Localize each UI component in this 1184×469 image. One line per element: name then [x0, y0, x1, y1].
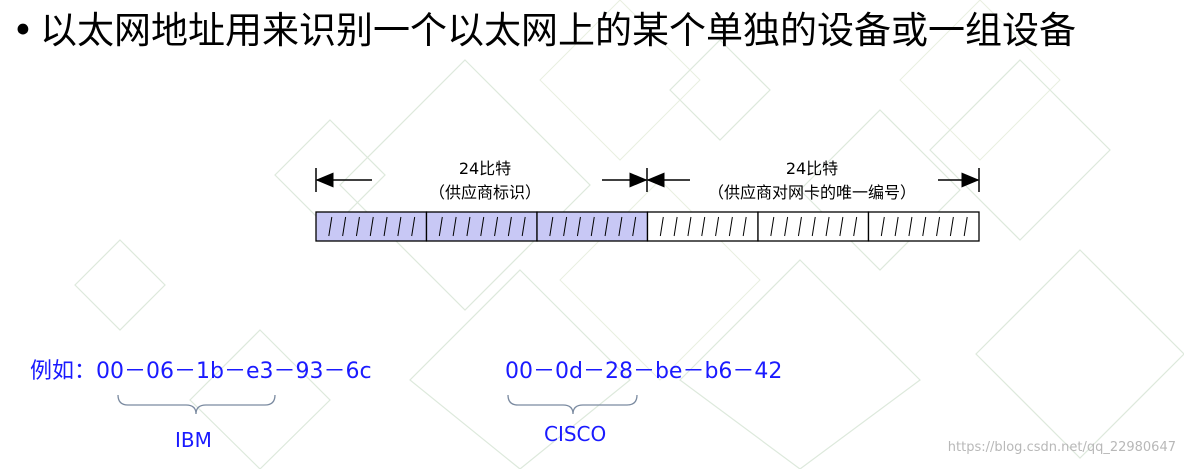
- watermark: https://blog.csdn.net/qq_22980647: [947, 440, 1176, 455]
- left-label-line1: 24比特: [459, 159, 511, 178]
- bit-tick: [342, 216, 347, 237]
- bit-tick: [687, 216, 692, 237]
- heading-text: 以太网地址用来识别一个以太网上的某个单独的设备或一组设备: [40, 9, 1076, 52]
- bit-tick: [438, 216, 443, 237]
- bit-tick: [411, 216, 416, 237]
- right-label-line1: 24比特: [786, 159, 838, 178]
- bit-tick: [701, 216, 706, 237]
- bit-tick: [825, 216, 830, 237]
- bit-tick: [521, 216, 526, 237]
- vendor-cisco: CISCO: [544, 422, 607, 446]
- bit-tick: [742, 216, 747, 237]
- nic-byte: [867, 211, 980, 242]
- bit-tick: [728, 216, 733, 237]
- bit-tick: [397, 216, 402, 237]
- vendor-byte: [315, 211, 428, 242]
- bit-tick: [576, 216, 581, 237]
- cisco-brace: [507, 394, 638, 415]
- bit-tick: [770, 216, 775, 237]
- bit-tick: [618, 216, 623, 237]
- right-label-line2: （供应商对网卡的唯一编号）: [708, 183, 916, 202]
- bit-tick: [355, 216, 360, 237]
- bullet: •: [12, 9, 34, 52]
- bit-tick: [715, 216, 720, 237]
- heading: •以太网地址用来识别一个以太网上的某个单独的设备或一组设备: [12, 6, 1184, 56]
- bit-tick: [590, 216, 595, 237]
- bit-tick: [811, 216, 816, 237]
- left-label-line2: （供应商标识）: [429, 183, 541, 202]
- vendor-ibm: IBM: [175, 428, 212, 452]
- mac-address-ibm: 00－06－1b－e3－93－6c: [96, 359, 372, 384]
- mac-address-cisco: 00－0d－28－be－b6－42: [505, 359, 783, 384]
- bit-tick: [563, 216, 568, 237]
- nic-byte: [646, 211, 759, 242]
- bit-tick: [383, 216, 388, 237]
- bit-tick: [328, 216, 333, 237]
- bit-tick: [604, 216, 609, 237]
- bit-tick: [839, 216, 844, 237]
- bit-tick: [936, 216, 941, 237]
- bit-tick: [908, 216, 913, 237]
- bit-tick: [880, 216, 885, 237]
- bit-tick: [963, 216, 968, 237]
- example-line: 例如：00－06－1b－e3－93－6c: [30, 357, 372, 387]
- bit-tick: [369, 216, 374, 237]
- bit-tick: [659, 216, 664, 237]
- bit-tick: [797, 216, 802, 237]
- ibm-brace: [117, 394, 276, 415]
- bit-tick: [507, 216, 512, 237]
- bit-tick: [894, 216, 899, 237]
- bit-tick: [784, 216, 789, 237]
- bit-tick: [922, 216, 927, 237]
- bit-tick: [452, 216, 457, 237]
- bit-tick: [549, 216, 554, 237]
- bit-tick: [949, 216, 954, 237]
- address-bytes: [315, 211, 980, 242]
- bit-tick: [494, 216, 499, 237]
- bit-tick: [632, 216, 637, 237]
- bit-tick: [480, 216, 485, 237]
- bit-tick: [853, 216, 858, 237]
- bit-tick: [673, 216, 678, 237]
- example-prefix: 例如：: [30, 359, 97, 384]
- bit-tick: [466, 216, 471, 237]
